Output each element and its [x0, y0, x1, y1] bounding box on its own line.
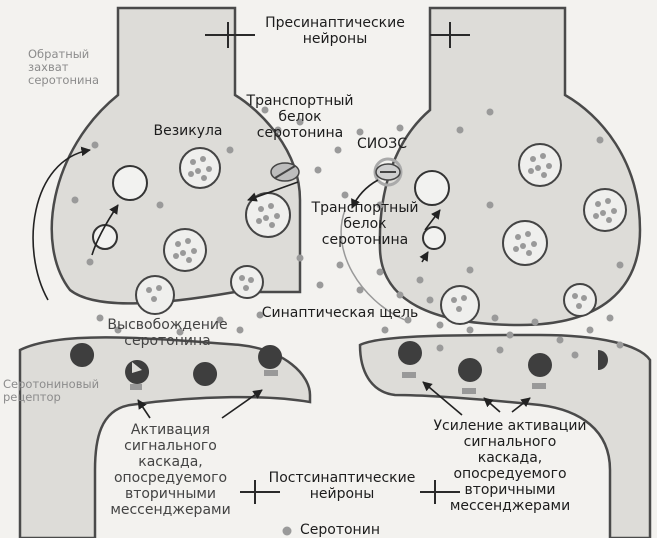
label-activation-left: Активация сигнального каскада, опосредуе… [103, 422, 238, 518]
vesicle [246, 193, 290, 237]
label-ssri: СИОЗС [347, 136, 417, 152]
vesicle [564, 284, 596, 316]
vesicle [441, 286, 479, 324]
label-cleft: Синаптическая щель [255, 305, 425, 321]
vesicle [164, 229, 206, 271]
vesicle [136, 276, 174, 314]
label-legend-serotonin: Серотонин [300, 522, 400, 538]
label-activation-right: Усиление активации сигнального каскада, … [410, 418, 610, 514]
vesicle [519, 144, 561, 186]
label-transporter-right: Транспортный белок серотонина [300, 200, 430, 248]
transporter-left [271, 163, 299, 181]
vesicle [503, 221, 547, 265]
label-vesicle: Везикула [148, 123, 228, 139]
label-transporter-left: Транспортный белок серотонина [225, 93, 375, 141]
vesicle [180, 148, 220, 188]
label-receptor-faded: Серотониновый рецептор [3, 378, 98, 404]
legend-serotonin-dot [283, 527, 292, 536]
label-postsynaptic: Постсинаптические нейроны [262, 470, 422, 502]
vesicle [584, 189, 626, 231]
vesicle [231, 266, 263, 298]
label-release: Высвобождение серотонина [95, 317, 240, 349]
label-presynaptic: Пресинаптические нейроны [250, 15, 420, 47]
label-reuptake-faded: Обратный захват серотонина [28, 48, 108, 87]
